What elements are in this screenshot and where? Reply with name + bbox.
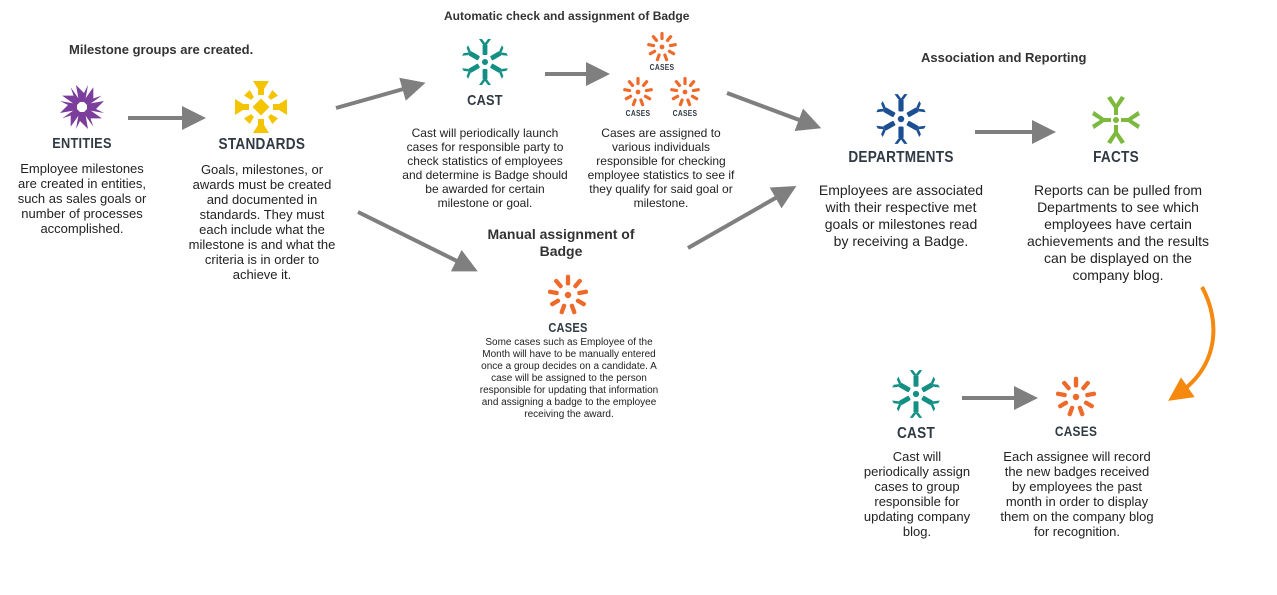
heading-automatic-assignment: Automatic check and assignment of Badge — [444, 9, 690, 23]
arrow-standards-to-cast — [335, 77, 426, 110]
cases-left-label: CASES — [625, 109, 651, 118]
cast-bottom-label: CAST — [896, 425, 936, 442]
heading-association-reporting: Association and Reporting — [921, 50, 1087, 65]
standards-icon — [234, 80, 288, 134]
cases-top-description: Cases are assigned to various individual… — [587, 126, 735, 210]
cases-right-label: CASES — [672, 109, 698, 118]
facts-label: FACTS — [1093, 149, 1139, 166]
standards-label: STANDARDS — [218, 136, 306, 153]
cases-bottom-icon — [1055, 376, 1097, 417]
departments-label: DEPARTMENTS — [848, 149, 954, 166]
cast-bottom-description: Cast will periodically assign cases to g… — [863, 449, 971, 539]
facts-description: Reports can be pulled from Departments t… — [1026, 182, 1210, 283]
cases-manual-icon — [547, 274, 589, 315]
departments-description: Employees are associated with their resp… — [818, 182, 984, 249]
cast-top-label: CAST — [467, 92, 503, 109]
cast-bottom-icon — [890, 368, 942, 420]
cases-right-icon — [669, 77, 701, 107]
facts-icon — [1090, 94, 1142, 146]
departments-icon — [874, 92, 928, 146]
cast-top-icon — [460, 37, 510, 87]
cases-top-icon — [646, 32, 678, 62]
cases-bottom-label: CASES — [1054, 423, 1098, 439]
arrow-facts-to-cases-bottom — [1168, 286, 1216, 401]
heading-manual-assignment: Manual assignment of Badge — [487, 226, 635, 259]
entities-label: ENTITIES — [52, 135, 112, 152]
entities-description: Employee milestones are created in entit… — [17, 161, 147, 236]
entities-icon — [58, 83, 106, 131]
heading-milestone-groups: Milestone groups are created. — [69, 42, 254, 57]
cases-top-label: CASES — [649, 63, 675, 72]
arrow-standards-to-manual-cases — [357, 210, 478, 272]
cast-top-description: Cast will periodically launch cases for … — [402, 126, 568, 210]
cases-manual-label: CASES — [548, 320, 588, 335]
cases-bottom-description: Each assignee will record the new badges… — [1000, 449, 1154, 539]
standards-description: Goals, milestones, or awards must be cre… — [188, 162, 336, 282]
arrow-manual-cases-to-departments — [687, 186, 797, 250]
cases-left-icon — [622, 77, 654, 107]
cases-manual-description: Some cases such as Employee of the Month… — [479, 337, 659, 420]
arrow-cases-to-departments — [726, 91, 822, 132]
